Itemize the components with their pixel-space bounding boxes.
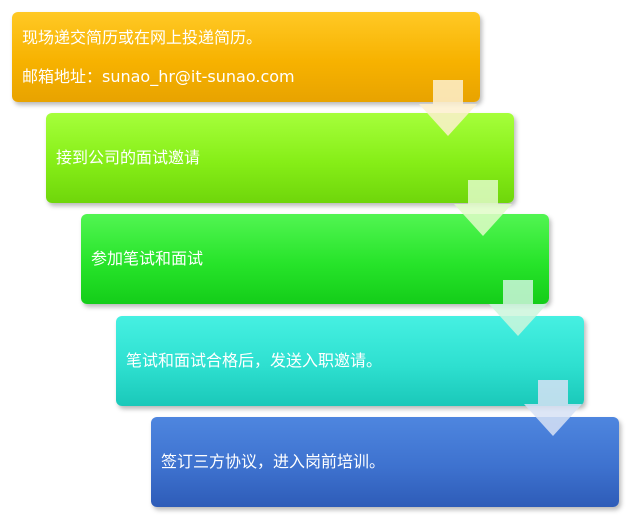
step-4-label: 笔试和面试合格后，发送入职邀请。 — [126, 351, 383, 371]
step-4-offer: 笔试和面试合格后，发送入职邀请。 — [116, 316, 584, 406]
step-2-label: 接到公司的面试邀请 — [56, 148, 201, 168]
step-3-label: 参加笔试和面试 — [91, 249, 204, 269]
down-arrow-icon — [489, 280, 547, 336]
step-1-line-1: 现场递交简历或在网上投递简历。 — [22, 27, 263, 47]
step-1-submit-resume: 现场递交简历或在网上投递简历。 邮箱地址：sunao_hr@it-sunao.c… — [12, 12, 480, 102]
down-arrow-icon — [524, 380, 582, 436]
down-arrow-icon — [419, 80, 477, 136]
step-5-label: 签订三方协议，进入岗前培训。 — [161, 452, 386, 472]
step-3-written-test-and-interview: 参加笔试和面试 — [81, 214, 549, 304]
step-1-email-line: 邮箱地址：sunao_hr@it-sunao.com — [22, 67, 295, 86]
step-5-agreement-and-training: 签订三方协议，进入岗前培训。 — [151, 417, 619, 507]
down-arrow-icon — [454, 180, 512, 236]
step-2-interview-invitation: 接到公司的面试邀请 — [46, 113, 514, 203]
